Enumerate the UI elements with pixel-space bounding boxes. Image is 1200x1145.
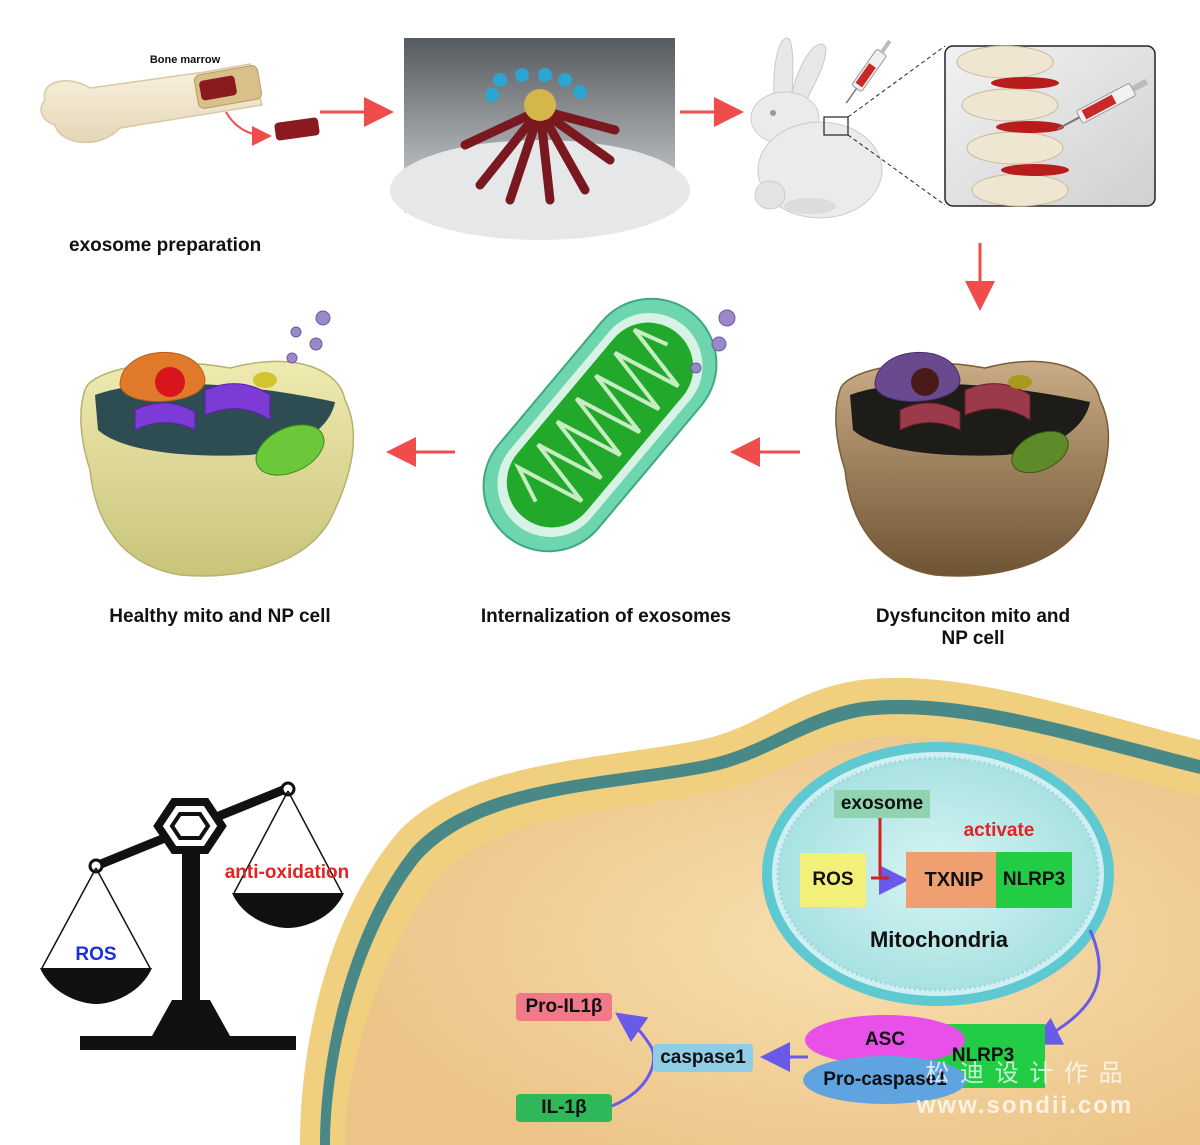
rabbit-illustration [750, 37, 883, 219]
watermark-chinese: 松 迪 设 计 作 品 [925, 1060, 1125, 1087]
anti-oxidation-label: anti-oxidation [224, 862, 350, 883]
mitochondrion-illustration [482, 297, 718, 553]
zoom-line-top [847, 45, 946, 118]
injection-site-box [823, 116, 849, 136]
caspase1-box: caspase1 [653, 1044, 753, 1072]
bone-illustration [40, 63, 263, 143]
dysfunction-label-line1: Dysfunciton mito and [875, 606, 1071, 627]
centrifuge-photo [390, 38, 690, 240]
marrow-plug [274, 117, 320, 141]
pro-caspase1-label: Pro-caspase1 [823, 1069, 947, 1090]
exosome-box: exosome [834, 790, 930, 818]
internalization-label: Internalization of exosomes [480, 606, 732, 627]
scale-ros-label: ROS [75, 944, 117, 965]
healthy-cell-illustration [80, 351, 355, 577]
txnip-label: TXNIP [924, 868, 984, 891]
bone-marrow-label: Bone marrow [149, 54, 221, 66]
activate-label: activate [963, 820, 1035, 841]
dysfunction-cell-illustration [835, 351, 1110, 577]
nlrp3-lower-label: NLRP3 [951, 1045, 1015, 1066]
healthy-cell-label: Healthy mito and NP cell [109, 606, 331, 627]
exosome-particles-healthy [286, 310, 331, 364]
ros-box: ROS [800, 853, 866, 907]
asc-label: ASC [864, 1029, 906, 1050]
extraction-arrow [225, 111, 272, 146]
exosome-preparation-label: exosome preparation [69, 235, 262, 256]
arrow-il1b-to-pro-il1b [611, 1012, 656, 1108]
pro-caspase1-ellipse [803, 1056, 967, 1104]
zoom-line-bottom [847, 134, 946, 206]
mitochondria-label: Mitochondria [869, 927, 1009, 952]
dysfunction-label-line2: NP cell [941, 628, 1005, 649]
syringe-icon [845, 39, 892, 104]
il1b-box: IL-1β [516, 1094, 612, 1122]
nlrp3-top-box: NLRP3 [996, 852, 1072, 908]
balance-scale-icon [40, 781, 344, 1050]
spine-inset [944, 45, 1156, 207]
watermark-url: www.sondii.com [916, 1092, 1134, 1119]
exosome-particles-mito [690, 309, 736, 374]
arrow-mito-to-inflammasome [1030, 929, 1101, 1045]
asc-ellipse [805, 1015, 965, 1065]
pro-il1b-box: Pro-IL1β [516, 993, 612, 1021]
txnip-box-shape [906, 852, 1020, 908]
